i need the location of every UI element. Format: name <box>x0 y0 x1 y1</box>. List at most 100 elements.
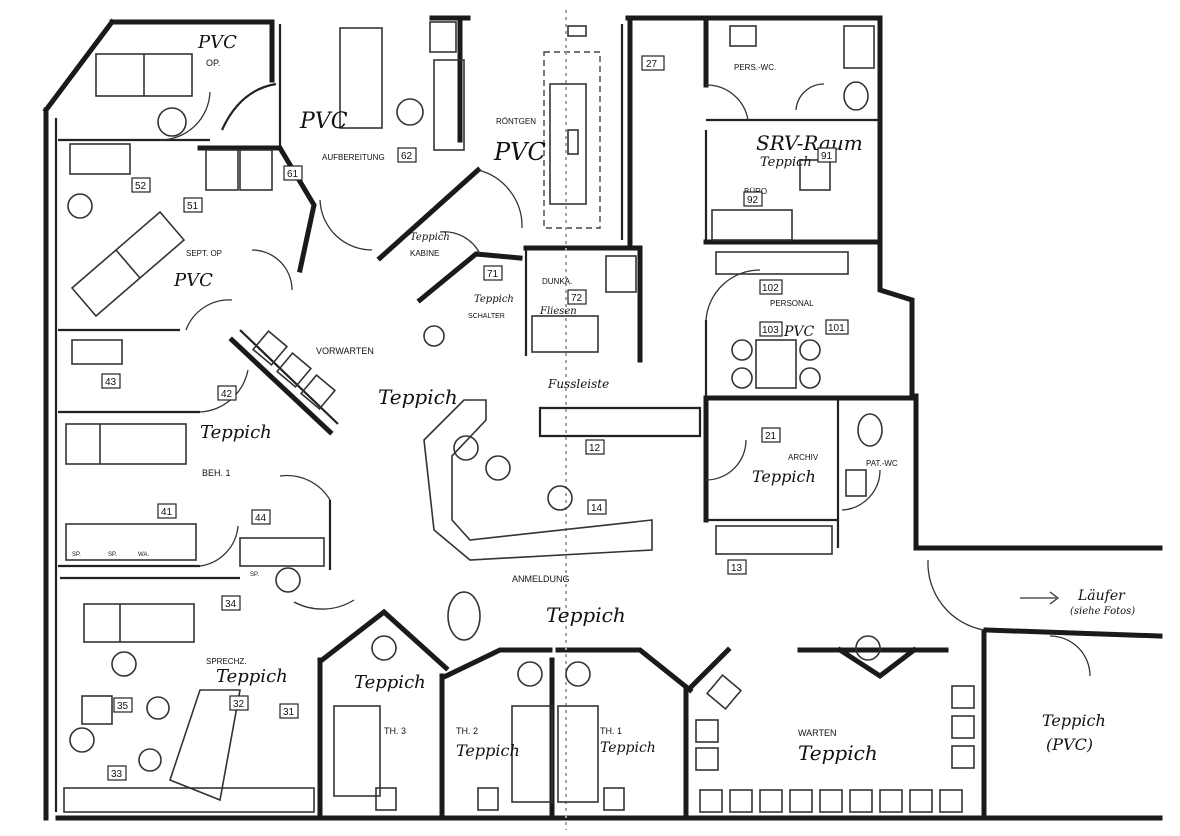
reception-chair-1 <box>453 435 479 461</box>
label-wa: WA. <box>138 552 149 558</box>
room-number-14-text: 14 <box>591 503 603 514</box>
label-fussleiste: Fussleiste <box>547 377 609 391</box>
sept-op-couch-line <box>115 249 141 279</box>
label-kabine: KABINE <box>410 249 439 258</box>
warten-chair-3 <box>699 789 723 813</box>
label-teppich-kabine: Teppich <box>410 232 450 243</box>
label-th1: TH. 1 <box>600 726 622 736</box>
outer-wall-east-upper <box>877 15 915 399</box>
room-number-41-text: 41 <box>161 507 173 518</box>
vorwarten-chair-1 <box>251 329 289 367</box>
sprechz-chair-1 <box>146 696 170 720</box>
room-number-35-text: 35 <box>117 701 129 712</box>
room-number-51-text: 51 <box>187 201 199 212</box>
vorwarten-chair-2 <box>275 351 313 389</box>
label-teppich-th2: Teppich <box>456 741 520 760</box>
wall-th1-roof <box>555 647 694 694</box>
label-laeufer: Läufer <box>1077 588 1126 604</box>
room-number-103-text: 103 <box>762 325 779 336</box>
room-number-42-text: 42 <box>221 389 233 400</box>
sprechz-couch <box>83 603 195 643</box>
personal-chair-4 <box>799 367 821 389</box>
room-number-92: 92 <box>743 191 763 207</box>
sprechz-chair-2 <box>138 748 162 772</box>
door-archiv <box>705 439 747 481</box>
label-teppich-th3: Teppich <box>354 672 426 693</box>
room-number-72-text: 72 <box>571 293 583 304</box>
warten-chair-12 <box>951 685 975 709</box>
room-labels: PVC OP. PVC AUFBEREITUNG RÖNTGEN PVC PER… <box>72 32 1135 765</box>
label-sp-c: SP. <box>250 572 259 578</box>
xray-wall-stand <box>567 25 587 37</box>
room-number-62: 62 <box>397 147 417 163</box>
label-teppich-anmeldung: Teppich <box>546 603 626 627</box>
label-pat-wc: PAT.-WC <box>866 459 898 468</box>
label-dunkelkammer: DUNKA. <box>542 277 572 286</box>
aufbereitung-sink-b <box>205 149 239 191</box>
door-ben1-south <box>199 525 239 567</box>
label-pers-wc: PERS.-WC. <box>734 63 776 72</box>
th3-couch <box>333 705 381 797</box>
th3-cabinet <box>375 787 397 811</box>
room-number-27: 27 <box>641 55 665 71</box>
wall-schalter-diagonal <box>416 251 523 304</box>
plant-vorwarten <box>423 325 445 347</box>
reception-chair-3 <box>547 485 573 511</box>
label-archiv: ARCHIV <box>788 453 819 462</box>
warten-chair-13 <box>951 715 975 739</box>
sprechz-shelf <box>63 787 315 813</box>
aufbereitung-counter <box>433 59 465 151</box>
room-number-41: 41 <box>157 503 177 519</box>
warten-chair-14 <box>951 745 975 769</box>
room-number-102-text: 102 <box>762 283 779 294</box>
label-teppich-schalter: Teppich <box>474 294 514 305</box>
label-teppich-vorwarten: Teppich <box>378 385 458 409</box>
warten-chair-2 <box>695 747 719 771</box>
warten-chair-15 <box>705 673 743 711</box>
warten-chair-6 <box>789 789 813 813</box>
label-pvc-aufbereitung: PVC <box>299 109 348 134</box>
label-teppich-sprechz: Teppich <box>216 666 288 687</box>
room-number-32-text: 32 <box>233 699 245 710</box>
personal-kitchen <box>715 251 849 275</box>
outer-wall-east-lower <box>913 393 1163 551</box>
sprechz-desk <box>169 689 241 802</box>
wall-warten-west-diagonal <box>686 646 732 692</box>
pers-wc-toilet <box>843 25 875 69</box>
th3-stool <box>371 635 397 661</box>
label-roentgen: RÖNTGEN <box>496 117 536 126</box>
pers-wc-bowl <box>843 81 869 111</box>
wall-vorwarten-diagonal <box>228 336 334 436</box>
outer-wall-entrance-east <box>983 627 1163 639</box>
room-number-44-text: 44 <box>255 513 267 524</box>
label-th2: TH. 2 <box>456 726 478 736</box>
dunka-sink <box>605 255 637 293</box>
personal-chair-3 <box>799 339 821 361</box>
door-sept-op-south <box>185 299 233 331</box>
room-number-13: 13 <box>727 559 747 575</box>
door-pers-wc <box>705 84 749 121</box>
sept-op-stool <box>67 193 93 219</box>
personal-chair-2 <box>731 367 753 389</box>
label-sprechz: SPRECHZ. <box>206 657 246 666</box>
warten-chair-10 <box>909 789 933 813</box>
room-number-35: 35 <box>113 697 133 713</box>
aufbereitung-sink-a <box>429 21 457 53</box>
th1-cabinet <box>603 787 625 811</box>
room-number-71: 71 <box>483 265 503 281</box>
wall-kabine-diagonal <box>376 166 482 262</box>
room-number-14: 14 <box>587 499 607 515</box>
aufbereitung-stool <box>396 98 424 126</box>
label-ben1: BEH. 1 <box>202 468 231 478</box>
dunka-counter <box>531 315 599 353</box>
th1-stool <box>565 661 591 687</box>
room-number-31: 31 <box>279 703 299 719</box>
room-number-102: 102 <box>759 279 783 295</box>
label-pvc-sept: PVC <box>173 270 213 291</box>
pat-wc-bowl <box>857 413 883 447</box>
wall-aufbereitung-curve <box>220 82 277 131</box>
reception-chair-2 <box>485 455 511 481</box>
warten-chair-1 <box>695 719 719 743</box>
ben1-unit-44 <box>239 537 325 567</box>
